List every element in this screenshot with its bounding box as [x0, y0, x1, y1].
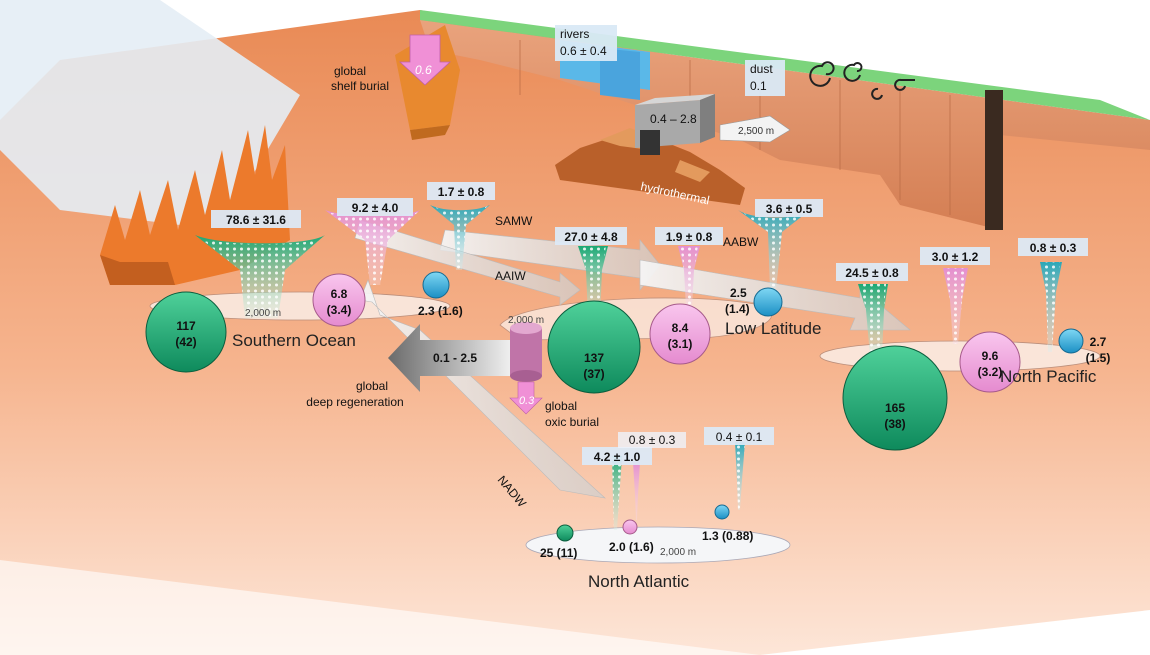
- funnel-na-green: [612, 456, 622, 530]
- pool-ll-green-value: 137: [584, 351, 604, 365]
- depth-label-ll: 2,000 m: [508, 315, 544, 326]
- shelf-burial-arrow: [398, 34, 452, 86]
- pool-na-green-value: 25 (11): [540, 546, 577, 560]
- hydrothermal-flux-box: [635, 94, 715, 155]
- pool-np-blue: [1058, 328, 1084, 354]
- flux-so-green: 78.6 ± 31.6: [226, 213, 286, 227]
- flux-ll-blue: 3.6 ± 0.5: [766, 202, 813, 216]
- pool-so-pink-value: 6.8: [331, 287, 348, 301]
- pool-np-pink-value-2: (3.2): [978, 365, 1003, 379]
- rivers-tag: [555, 25, 617, 61]
- funnel-ll-pink: [678, 246, 700, 308]
- aaiw-label: AAIW: [495, 269, 526, 283]
- funnel-na-blue: [735, 442, 745, 510]
- north-atlantic-plate: [525, 526, 791, 564]
- funnel-so-blue: [430, 205, 490, 270]
- pool-ll-blue-value: 2.5: [730, 286, 747, 300]
- pool-ll-pink-value-2: (3.1): [668, 337, 693, 351]
- region-low-latitude: Low Latitude: [725, 319, 821, 338]
- oxic-burial-value: 0.3: [519, 395, 535, 407]
- pool-na-pink-value: 2.0 (1.6): [609, 540, 654, 554]
- funnel-na-pink: [633, 462, 640, 520]
- funnel-so-pink: [325, 210, 420, 285]
- pool-ll-pink-value: 8.4: [672, 321, 689, 335]
- oxic-burial-label-2: oxic burial: [545, 415, 599, 429]
- southern-ocean-plate: [149, 291, 451, 321]
- pool-np-pink: [959, 331, 1021, 393]
- pool-np-blue-value: 2.7: [1090, 335, 1107, 349]
- pool-np-pink-value: 9.6: [982, 349, 999, 363]
- pool-ll-blue: [753, 287, 783, 317]
- rivers-value: 0.6 ± 0.4: [560, 44, 607, 58]
- deep-regeneration-value: 0.1 - 2.5: [433, 351, 477, 365]
- oxic-burial-label-1: global: [545, 399, 577, 413]
- pool-ll-pink: [649, 303, 711, 365]
- pool-so-green-value: 117: [176, 319, 196, 333]
- flux-np-pink: 3.0 ± 1.2: [932, 250, 979, 264]
- deep-regeneration-label-2: deep regeneration: [306, 395, 403, 409]
- shelf-burial-label-1: global: [334, 64, 366, 78]
- flux-ll-pink: 1.9 ± 0.8: [666, 230, 713, 244]
- flux-na-green: 4.2 ± 1.0: [594, 450, 641, 464]
- dust-swirl-icons: [809, 61, 915, 100]
- deep-regeneration-label-1: global: [356, 379, 388, 393]
- hydrothermal-depth-arrow: [719, 115, 791, 143]
- funnel-np-green: [858, 284, 888, 356]
- funnel-np-blue: [1040, 262, 1062, 352]
- flux-np-green: 24.5 ± 0.8: [845, 266, 899, 280]
- hydrothermal-value: 0.4 – 2.8: [650, 112, 697, 126]
- funnel-ll-green: [578, 246, 608, 318]
- aabw-label: AABW: [723, 235, 759, 249]
- shelf-burial-value: 0.6: [415, 63, 432, 77]
- flux-so-blue: 1.7 ± 0.8: [438, 185, 485, 199]
- pool-ll-green: [547, 300, 641, 394]
- aaiw-arrow: [354, 219, 581, 306]
- pool-so-pink-value-2: (3.4): [327, 303, 352, 317]
- dust-tag: [745, 60, 785, 96]
- seafloor-fade: [0, 560, 760, 655]
- pools: 117 (42) 6.8 (3.4) 2.3 (1.6) 137 (37) 8.…: [145, 271, 1111, 560]
- funnel-labels: 78.6 ± 31.6 9.2 ± 4.0 1.7 ± 0.8 27.0 ± 4…: [211, 182, 1088, 465]
- pool-so-blue-value: 2.3 (1.6): [418, 304, 463, 318]
- oxic-burial-cylinder: [510, 322, 542, 382]
- region-north-atlantic: North Atlantic: [588, 572, 690, 591]
- region-southern-ocean: Southern Ocean: [232, 331, 356, 350]
- pool-np-green-value: 165: [885, 401, 905, 415]
- region-north-pacific: North Pacific: [1000, 367, 1097, 386]
- depth-label-na: 2,000 m: [660, 547, 696, 558]
- flux-np-blue: 0.8 ± 0.3: [1030, 241, 1077, 255]
- dust-value: 0.1: [750, 79, 767, 93]
- rivers-label: rivers: [560, 27, 589, 41]
- pool-na-pink: [622, 519, 638, 535]
- pool-ll-blue-value-2: (1.4): [725, 302, 750, 316]
- pool-so-blue: [422, 271, 450, 299]
- pool-na-blue: [714, 504, 730, 520]
- deep-regeneration-arrow: [388, 324, 525, 392]
- funnel-ll-blue: [738, 210, 810, 290]
- funnel-np-pink: [943, 268, 968, 344]
- pool-so-pink: [312, 273, 366, 327]
- pool-np-blue-value-2: (1.5): [1086, 351, 1111, 365]
- flux-na-pink: 0.8 ± 0.3: [629, 433, 676, 447]
- funnel-so-green: [195, 235, 325, 318]
- oxic-burial-arrow: [509, 381, 543, 415]
- pool-np-green-value-2: (38): [884, 417, 905, 431]
- dust-label: dust: [750, 62, 773, 76]
- flux-so-pink: 9.2 ± 4.0: [352, 201, 399, 215]
- shelf-burial-label-2: shelf burial: [331, 79, 389, 93]
- pool-so-green-value-2: (42): [175, 335, 196, 349]
- pool-so-green: [145, 291, 227, 373]
- nadw-arrow: [359, 279, 606, 499]
- pool-na-green: [556, 524, 574, 542]
- samw-label: SAMW: [495, 214, 533, 228]
- hydrothermal-depth: 2,500 m: [738, 126, 774, 137]
- depth-label-so: 2,000 m: [245, 308, 281, 319]
- flux-na-blue: 0.4 ± 0.1: [716, 430, 763, 444]
- pool-na-blue-value: 1.3 (0.88): [702, 529, 753, 543]
- pool-ll-green-value-2: (37): [583, 367, 604, 381]
- pool-np-green: [842, 345, 948, 451]
- flux-ll-green: 27.0 ± 4.8: [564, 230, 618, 244]
